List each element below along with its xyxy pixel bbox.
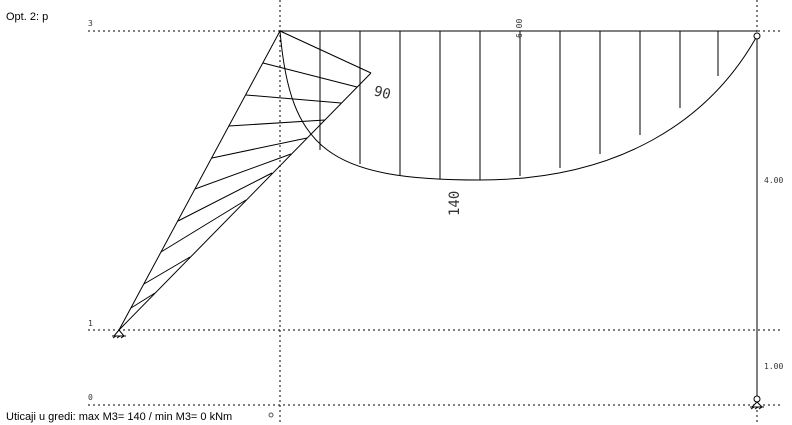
level-label-1: 1 bbox=[88, 319, 93, 328]
footer-node-icon bbox=[268, 412, 274, 418]
support-left-icon bbox=[112, 329, 126, 339]
inclined-column bbox=[118, 30, 281, 331]
hatch-line bbox=[228, 119, 326, 127]
structure bbox=[118, 30, 758, 396]
beam-span-dimension: 6.00 bbox=[515, 19, 524, 38]
hatch-line bbox=[143, 256, 191, 285]
level-label-0: 0 bbox=[88, 393, 93, 402]
lower-height-dimension: 1.00 bbox=[764, 362, 783, 371]
beam-max-moment-value: 140 bbox=[447, 191, 463, 216]
hatch-line bbox=[194, 153, 292, 190]
inclined-moment-diagram bbox=[118, 30, 372, 331]
support-right-icon bbox=[750, 395, 764, 410]
hatch-line bbox=[177, 172, 273, 222]
inclined-moment-value: 90 bbox=[372, 83, 392, 103]
hatch-line bbox=[160, 199, 247, 253]
inclined-diagram-outline bbox=[118, 72, 372, 331]
hinge-icon bbox=[753, 32, 761, 40]
hatch-line bbox=[262, 62, 358, 88]
grid-lines bbox=[88, 0, 782, 425]
upper-height-dimension: 4.00 bbox=[764, 176, 783, 185]
beam-moment-diagram bbox=[279, 30, 758, 181]
beam-moment-curve bbox=[279, 30, 758, 181]
hatch-line bbox=[245, 94, 342, 104]
level-label-3: 3 bbox=[88, 19, 93, 28]
hatch-line bbox=[211, 137, 308, 159]
inclined-diagram-top-edge bbox=[279, 30, 372, 74]
hatch-line bbox=[130, 292, 156, 309]
status-text: Uticaji u gredi: max M3= 140 / min M3= 0… bbox=[6, 411, 232, 423]
option-label: Opt. 2: p bbox=[6, 11, 48, 23]
